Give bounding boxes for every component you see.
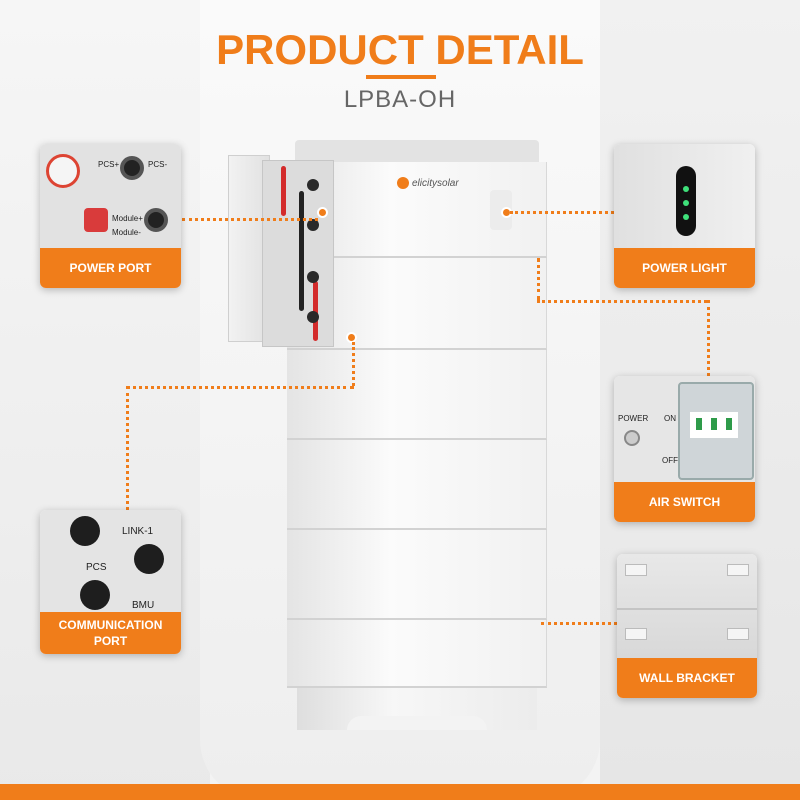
red-cable xyxy=(281,166,286,216)
power-port-tag: PCS+ xyxy=(98,160,120,169)
base-cutout xyxy=(347,716,487,730)
power-port-tag: Module- xyxy=(112,228,141,237)
on-tag: ON xyxy=(664,414,676,423)
terminal-icon xyxy=(120,156,144,180)
off-tag: OFF xyxy=(662,456,678,465)
connector-cap-icon xyxy=(134,544,164,574)
power-port-tag: PCS- xyxy=(148,160,168,169)
terminal-knob xyxy=(307,179,319,191)
battery-module-5 xyxy=(287,530,547,620)
communication-port-label-line2: PORT xyxy=(93,634,128,648)
pcs-tag: PCS xyxy=(86,562,107,573)
terminal-knob xyxy=(307,311,319,323)
connector-power-light xyxy=(510,211,614,214)
connector-communication-port xyxy=(352,342,355,386)
callout-power-port: PCS+ PCS- Module+ Module- POWER PORT xyxy=(40,144,181,288)
indicator-strip xyxy=(676,166,696,236)
connector-power-port xyxy=(182,218,318,221)
terminal-icon xyxy=(144,208,168,232)
cabinet-top xyxy=(295,140,539,162)
power-port-marker xyxy=(317,207,328,218)
power-port-label: POWER PORT xyxy=(40,248,181,288)
connector-wall-bracket xyxy=(541,622,617,625)
terminal-icon xyxy=(46,154,80,188)
connector-air-switch xyxy=(537,258,540,300)
green-led-icon xyxy=(683,186,689,192)
wall-bracket-label: WALL BRACKET xyxy=(617,658,757,698)
terminal-knob xyxy=(307,219,319,231)
callout-power-light: POWER LIGHT xyxy=(614,144,755,288)
power-light-label: POWER LIGHT xyxy=(614,248,755,288)
switch-toggle-icon xyxy=(711,418,717,430)
bracket-clip-icon xyxy=(727,564,749,576)
power-button-icon xyxy=(624,430,640,446)
cabinet-base xyxy=(297,688,537,730)
connector-cap-icon xyxy=(80,580,110,610)
connector-air-switch xyxy=(537,300,707,303)
connector-communication-port xyxy=(126,386,129,510)
bracket-clip-icon xyxy=(727,628,749,640)
connector-cap-icon xyxy=(70,516,100,546)
module-seam xyxy=(617,608,757,610)
terminal-icon xyxy=(84,208,108,232)
communication-port-marker xyxy=(346,332,357,343)
callout-air-switch: POWER ON OFF AIR SWITCH xyxy=(614,376,755,522)
breaker-switches xyxy=(690,412,738,438)
power-tag: POWER xyxy=(618,414,649,423)
breaker-box xyxy=(678,382,754,480)
background-left xyxy=(0,0,210,800)
communication-port-photo: LINK-1 PCS BMU xyxy=(40,510,181,612)
brand-logo-icon xyxy=(397,177,409,189)
link-tag: LINK-1 xyxy=(122,526,154,537)
air-switch-photo: POWER ON OFF xyxy=(614,376,755,482)
bmu-tag: BMU xyxy=(132,600,155,611)
switch-toggle-icon xyxy=(696,418,702,430)
callout-communication-port: LINK-1 PCS BMU COMMUNICATION PORT xyxy=(40,510,181,654)
terminal-knob xyxy=(307,271,319,283)
brand-name: elicitysolar xyxy=(412,178,459,189)
connector-air-switch xyxy=(707,300,710,376)
battery-module-3 xyxy=(287,350,547,440)
bottom-accent-bar xyxy=(0,784,800,800)
bracket-clip-icon xyxy=(625,564,647,576)
power-port-tag: Module+ xyxy=(112,214,143,223)
green-led-icon xyxy=(683,214,689,220)
callout-wall-bracket: WALL BRACKET xyxy=(617,554,757,698)
air-switch-label: AIR SWITCH xyxy=(614,482,755,522)
switch-toggle-icon xyxy=(726,418,732,430)
battery-module-4 xyxy=(287,440,547,530)
title-underline xyxy=(366,75,436,79)
black-cable xyxy=(299,191,304,311)
wall-bracket-photo xyxy=(617,554,757,658)
connector-communication-port xyxy=(126,386,354,389)
bracket-clip-icon xyxy=(625,628,647,640)
model-subtitle: LPBA-OH xyxy=(343,86,457,113)
communication-port-label-line1: COMMUNICATION xyxy=(58,618,163,632)
page-title: PRODUCT DETAIL xyxy=(216,26,584,73)
wiring-panel xyxy=(262,160,334,347)
battery-module-6 xyxy=(287,620,547,688)
power-light-photo xyxy=(614,144,755,248)
communication-port-label: COMMUNICATION PORT xyxy=(40,612,181,654)
power-port-photo: PCS+ PCS- Module+ Module- xyxy=(40,144,181,248)
green-led-icon xyxy=(683,200,689,206)
